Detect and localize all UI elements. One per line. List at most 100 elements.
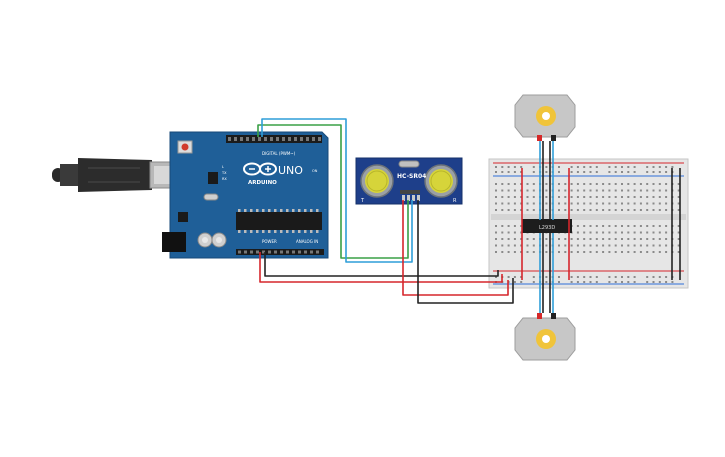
dc-motor-bottom[interactable] xyxy=(514,313,576,361)
arduino-brand-text: ARDUINO xyxy=(248,180,277,186)
breadboard-hole xyxy=(665,225,668,227)
driver-ic-label: L293D xyxy=(539,225,555,231)
header-pin xyxy=(312,137,315,141)
header-pin xyxy=(268,250,271,254)
breadboard-hole xyxy=(495,209,497,211)
wire-green-trig[interactable] xyxy=(257,124,409,259)
breadboard-hole xyxy=(627,196,630,198)
breadboard-hole xyxy=(658,281,661,283)
breadboard-hole xyxy=(495,202,497,205)
breadboard-hole xyxy=(658,189,661,192)
breadboard-hole xyxy=(608,166,611,168)
chip-pin xyxy=(316,230,319,233)
breadboard-hole xyxy=(501,225,504,227)
header-pin xyxy=(316,250,319,254)
breadboard-hole xyxy=(595,281,598,283)
breadboard-hole xyxy=(589,209,592,211)
chip-pin xyxy=(292,209,295,212)
breadboard-hole xyxy=(507,196,510,198)
header-pin xyxy=(256,250,259,254)
breadboard-hole xyxy=(652,202,655,205)
header-pin xyxy=(228,137,231,141)
breadboard-hole xyxy=(627,231,630,234)
breadboard-hole xyxy=(564,189,567,192)
power-jack[interactable] xyxy=(162,232,186,252)
header-pin xyxy=(262,250,265,254)
breadboard-hole xyxy=(526,209,529,211)
breadboard-hole xyxy=(627,171,630,173)
breadboard-hole xyxy=(564,251,567,253)
breadboard-hole xyxy=(614,166,617,168)
breadboard-hole xyxy=(495,196,497,198)
breadboard-hole xyxy=(614,183,617,185)
breadboard-hole xyxy=(570,244,573,247)
wire-red-5v[interactable] xyxy=(259,252,503,283)
breadboard-hole xyxy=(677,183,680,185)
breadboard-hole xyxy=(513,189,516,192)
breadboard-hole xyxy=(513,276,516,278)
motor-driver-ic[interactable]: L293D xyxy=(522,219,572,233)
breadboard-hole xyxy=(602,209,605,211)
breadboard-hole xyxy=(558,276,560,278)
sensor-r-mark: R xyxy=(453,198,457,204)
breadboard-hole xyxy=(633,251,636,253)
breadboard-hole xyxy=(532,209,535,211)
breadboard-hole xyxy=(621,251,623,253)
header-pin xyxy=(282,137,285,141)
breadboard-hole xyxy=(658,171,661,173)
breadboard-hole xyxy=(677,196,680,198)
header-pin xyxy=(304,250,307,254)
breadboard-hole xyxy=(627,244,630,247)
power-label: POWER xyxy=(262,239,277,244)
wire-red-sensor-vcc[interactable] xyxy=(402,200,509,296)
breadboard-hole xyxy=(576,209,579,211)
breadboard-hole xyxy=(532,196,535,198)
arduino-board[interactable]: ARDUINO UNO DIGITAL (PWM~) TX RX L ON PO… xyxy=(162,131,329,259)
chip-pin xyxy=(304,209,307,212)
breadboard-hole xyxy=(513,166,516,168)
wire-black-sensor-gnd[interactable] xyxy=(417,200,514,304)
breadboard-hole xyxy=(576,166,579,168)
breadboard-hole xyxy=(545,276,548,278)
chip-pin xyxy=(274,230,277,233)
wire-black-gnd[interactable] xyxy=(264,252,499,277)
breadboard-hole xyxy=(646,189,649,192)
breadboard-hole xyxy=(614,238,617,240)
sensor-name: HC-SR04 xyxy=(397,173,426,180)
breadboard-hole xyxy=(621,189,623,192)
breadboard-hole xyxy=(558,171,560,173)
breadboard-hole xyxy=(576,281,579,283)
breadboard-hole xyxy=(532,171,535,173)
ultrasonic-sensor[interactable]: HC-SR04 T R xyxy=(355,157,463,205)
breadboard-hole xyxy=(507,166,510,168)
breadboard-hole xyxy=(576,251,579,253)
chip-pin xyxy=(316,209,319,212)
breadboard-hole xyxy=(639,202,642,205)
breadboard-hole xyxy=(665,189,668,192)
breadboard-hole xyxy=(595,171,598,173)
header-pin xyxy=(246,137,249,141)
breadboard-hole xyxy=(576,171,579,173)
breadboard-hole xyxy=(665,166,668,168)
header-pin xyxy=(252,137,255,141)
breadboard-hole xyxy=(627,276,630,278)
breadboard-hole xyxy=(633,166,636,168)
breadboard-hole xyxy=(589,202,592,205)
breadboard-hole xyxy=(583,276,586,278)
breadboard-hole xyxy=(513,251,516,253)
breadboard-hole xyxy=(558,189,560,192)
breadboard-hole xyxy=(501,238,504,240)
chip-pin xyxy=(280,230,283,233)
breadboard-hole xyxy=(513,171,516,173)
wire-blue-echo[interactable] xyxy=(261,118,413,263)
breadboard-hole xyxy=(583,251,586,253)
breadboard[interactable] xyxy=(488,158,689,289)
breadboard-hole xyxy=(677,238,680,240)
header-pin xyxy=(280,250,283,254)
breadboard-hole xyxy=(633,244,636,247)
breadboard-hole xyxy=(627,238,630,240)
breadboard-hole xyxy=(658,202,661,205)
dc-motor-top[interactable] xyxy=(514,94,576,141)
chip-pin xyxy=(286,209,289,212)
breadboard-hole xyxy=(621,225,623,227)
